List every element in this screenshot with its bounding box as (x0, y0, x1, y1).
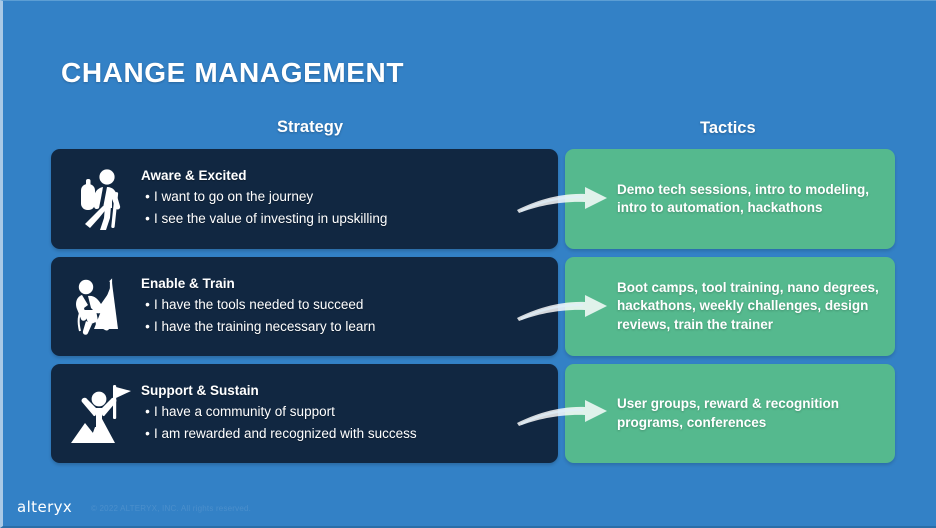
strategy-card-text: Support & Sustain •I have a community of… (137, 383, 548, 445)
strategy-bullet: •I am rewarded and recognized with succe… (141, 423, 548, 445)
copyright-text: © 2022 ALTERYX, INC. All rights reserved… (91, 504, 252, 513)
bullet-text: I want to go on the journey (154, 189, 314, 205)
alteryx-logo: alteryx (17, 498, 73, 516)
bullet-text: I am rewarded and recognized with succes… (154, 425, 417, 441)
row-aware-excited: Aware & Excited •I want to go on the jou… (3, 149, 936, 249)
strategy-bullet: •I have the training necessary to learn (141, 316, 548, 338)
hiker-with-backpack-icon (65, 168, 137, 230)
column-header-tactics: Tactics (700, 119, 756, 137)
footer: alteryx © 2022 ALTERYX, INC. All rights … (3, 484, 936, 526)
tactics-text: Demo tech sessions, intro to modeling, i… (617, 181, 870, 215)
row-enable-train: Enable & Train •I have the tools needed … (3, 257, 936, 356)
column-header-strategy: Strategy (277, 118, 344, 136)
strategy-bullet: •I have a community of support (141, 401, 548, 423)
strategy-bullet: • I see the value of investing in upskill… (141, 208, 548, 230)
strategy-card-text: Enable & Train •I have the tools needed … (137, 276, 548, 338)
tactics-card[interactable]: User groups, reward & recognition progra… (565, 364, 895, 463)
tactics-text: User groups, reward & recognition progra… (617, 396, 840, 430)
summit-flag-icon (65, 383, 137, 445)
bullet-dot: • (145, 318, 150, 334)
bullet-text: I have the tools needed to succeed (154, 296, 364, 312)
bullet-text: I have a community of support (154, 403, 335, 419)
strategy-heading: Aware & Excited (141, 168, 247, 184)
bullet-dot: • (145, 425, 150, 441)
strategy-card-text: Aware & Excited •I want to go on the jou… (137, 168, 548, 230)
strategy-bullet: •I have the tools needed to succeed (141, 294, 548, 316)
tactics-text: Boot camps, tool training, nano degrees,… (617, 279, 879, 332)
strategy-card[interactable]: Support & Sustain •I have a community of… (51, 364, 558, 463)
strategy-card[interactable]: Enable & Train •I have the tools needed … (51, 257, 558, 356)
tactics-card[interactable]: Boot camps, tool training, nano degrees,… (565, 257, 895, 356)
bullet-dot: • (145, 403, 150, 419)
strategy-card[interactable]: Aware & Excited •I want to go on the jou… (51, 149, 558, 249)
bullet-text: I see the value of investing in upskilli… (154, 211, 388, 226)
row-support-sustain: Support & Sustain •I have a community of… (3, 364, 936, 463)
rows-container: Aware & Excited •I want to go on the jou… (3, 149, 936, 471)
bullet-text: I have the training necessary to learn (154, 318, 376, 334)
strategy-bullet: •I want to go on the journey (141, 186, 548, 208)
strategy-heading: Support & Sustain (141, 382, 259, 398)
bullet-dot: • (145, 211, 150, 226)
page-title: CHANGE MANAGEMENT (61, 57, 405, 88)
rock-climber-icon (65, 277, 137, 337)
strategy-heading: Enable & Train (141, 275, 235, 291)
bullet-dot: • (145, 189, 150, 205)
bullet-dot: • (145, 296, 150, 312)
tactics-card[interactable]: Demo tech sessions, intro to modeling, i… (565, 149, 895, 249)
